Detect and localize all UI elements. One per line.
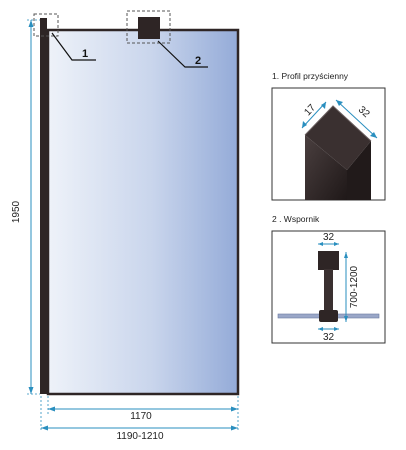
callout-label-1: 1 bbox=[82, 48, 88, 60]
bracket-rod bbox=[324, 269, 333, 313]
detail-2-title: 2 . Wspornik bbox=[272, 214, 320, 224]
callout-leader-2 bbox=[157, 40, 208, 68]
profile-top-face bbox=[305, 106, 371, 170]
detail-2-dim-top: 32 bbox=[323, 232, 335, 243]
bracket-clamp bbox=[319, 310, 338, 322]
height-label: 1950 bbox=[11, 200, 22, 223]
detail-wall-profile: 1. Profil przyścienny 17 32 bbox=[271, 71, 386, 201]
bracket-wall-mount bbox=[318, 251, 339, 270]
detail-2-dim-height: 700-1200 bbox=[349, 265, 360, 308]
outer-width-label: 1190-1210 bbox=[116, 431, 164, 442]
inner-width-label: 1170 bbox=[130, 411, 152, 422]
callout-label-2: 2 bbox=[195, 55, 201, 67]
profile-left-face bbox=[305, 135, 347, 200]
callout-leader-1 bbox=[51, 32, 96, 61]
glass-panel bbox=[40, 17, 240, 396]
detail-1-title: 1. Profil przyścienny bbox=[272, 71, 349, 81]
glass-pane bbox=[46, 28, 240, 396]
height-dimension: 1950 bbox=[11, 19, 40, 395]
wall-bracket bbox=[138, 17, 160, 39]
detail-bracket: 2 . Wspornik 32 32 700-1200 bbox=[271, 214, 386, 344]
callout-box-2 bbox=[126, 10, 171, 44]
callout-box-1 bbox=[33, 13, 59, 37]
width-dimensions: 1170 1190-1210 bbox=[40, 396, 239, 442]
wall-profile bbox=[40, 18, 47, 394]
profile-right-face bbox=[347, 141, 371, 200]
detail-2-dim-bottom: 32 bbox=[323, 332, 335, 343]
